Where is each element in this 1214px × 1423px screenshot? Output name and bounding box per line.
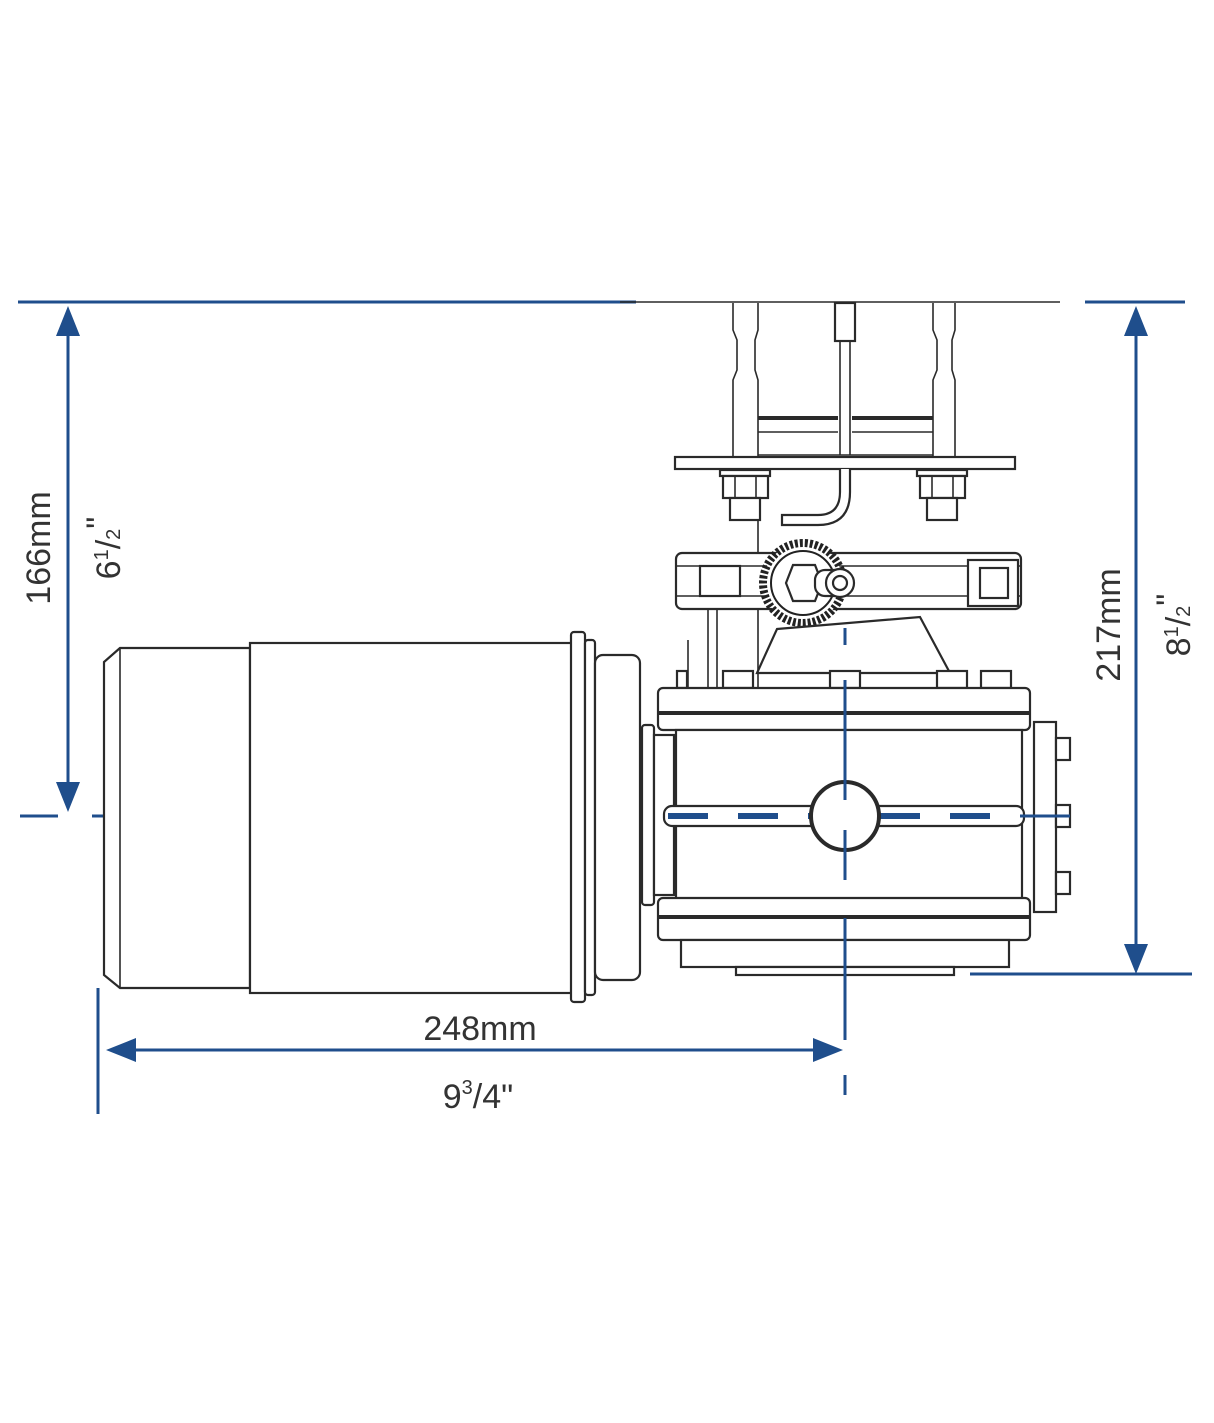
dim-166-imperial: 61/2"	[80, 517, 128, 580]
deck-plate	[673, 455, 1017, 471]
hook-pin	[780, 469, 852, 527]
dim-248-imperial: 93/4"	[443, 1077, 514, 1116]
stud-nuts	[718, 468, 969, 522]
gearbox-centerline	[843, 628, 1070, 1095]
motor-body	[102, 630, 642, 1004]
gearbox	[640, 686, 1072, 977]
dim-166-metric: 166mm	[20, 491, 58, 604]
dimension-248mm: 248mm 93/4"	[96, 988, 843, 1116]
dim-248-metric: 248mm	[423, 1010, 536, 1048]
dimension-166mm: 166mm 61/2"	[20, 306, 128, 812]
clutch-assembly	[674, 539, 1023, 627]
mounting-studs	[732, 301, 956, 690]
dimension-217mm: 217mm 81/2"	[970, 306, 1198, 976]
support-rod	[687, 609, 718, 688]
dim-217-imperial: 81/2"	[1150, 594, 1198, 657]
cone-housing	[755, 615, 952, 675]
dim-217-metric: 217mm	[1090, 568, 1128, 681]
